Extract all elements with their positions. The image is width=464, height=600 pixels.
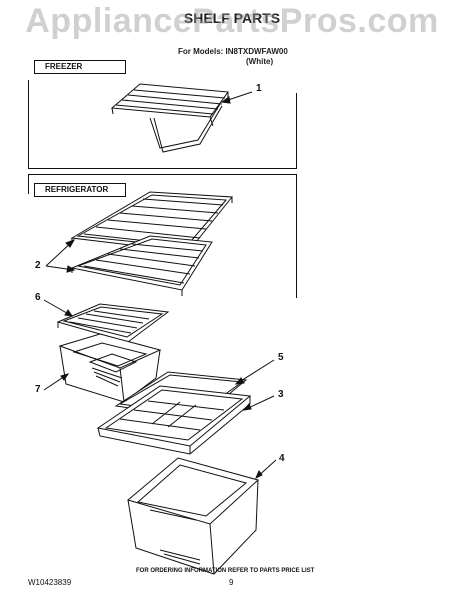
page-title: SHELF PARTS	[183, 10, 281, 26]
refrigerator-frame-right	[296, 174, 297, 298]
callout-1: 1	[256, 83, 262, 94]
freezer-section-label: FREEZER	[34, 60, 126, 74]
callout-4: 4	[279, 453, 285, 464]
refrigerator-glass-shelf-lower	[70, 235, 213, 296]
lower-shelf-frame	[96, 385, 252, 455]
crisper-drawer	[58, 333, 162, 403]
callout-7: 7	[35, 384, 41, 395]
ordering-note: FOR ORDERING INFORMATION REFER TO PARTS …	[136, 568, 315, 574]
crisper-cover	[56, 303, 170, 348]
callout-6: 6	[35, 292, 41, 303]
deli-drawer	[126, 457, 260, 575]
model-line: For Models: IN8TXDWFAW00	[178, 47, 288, 56]
refrigerator-frame-top	[28, 174, 296, 175]
color-line: (White)	[246, 57, 274, 66]
page-number: 9	[229, 578, 234, 587]
freezer-frame-bottom	[28, 168, 296, 169]
callout-5: 5	[278, 352, 284, 363]
callout-2: 2	[35, 260, 41, 271]
leader-lines	[43, 91, 277, 480]
refrigerator-frame-left	[28, 174, 29, 194]
refrigerator-section-label: REFRIGERATOR	[34, 183, 126, 197]
freezer-frame-left	[28, 80, 29, 168]
callout-3: 3	[278, 389, 284, 400]
doc-number: W10423839	[28, 578, 72, 587]
freezer-wire-shelf	[110, 83, 229, 153]
freezer-frame-right	[296, 93, 297, 169]
